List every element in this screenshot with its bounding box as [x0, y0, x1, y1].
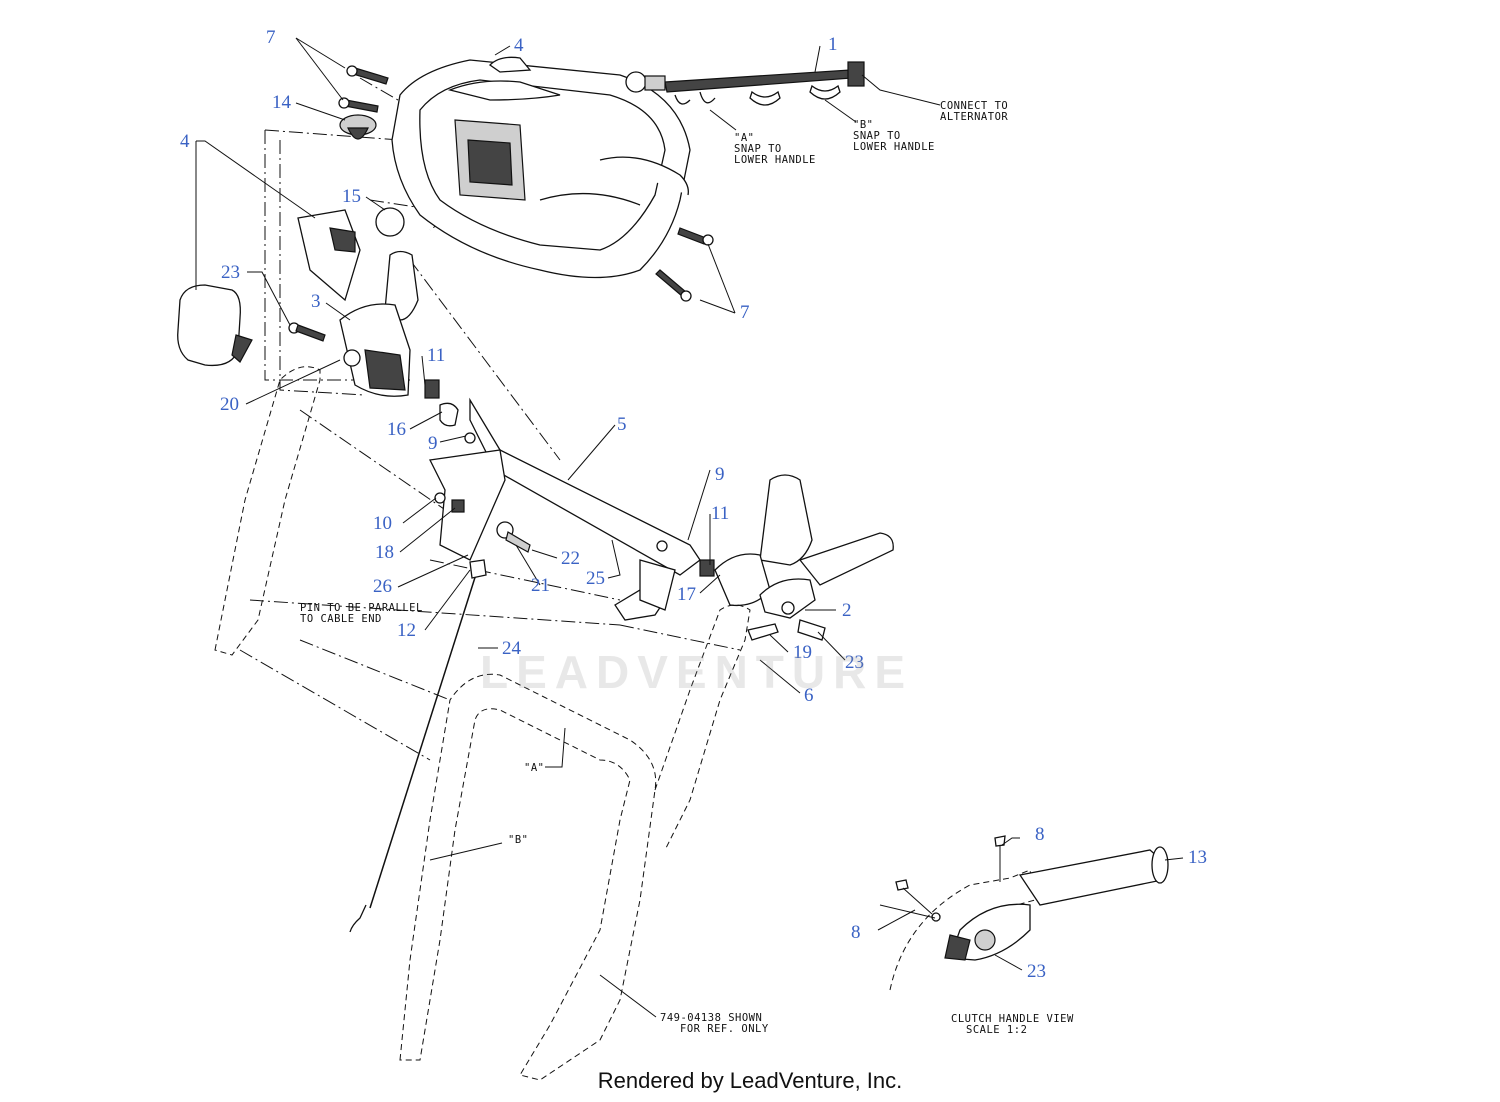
- callout-10: 10: [373, 513, 392, 534]
- note-label-b: "B": [508, 834, 528, 846]
- diagram-notes: CONNECT TO ALTERNATOR "A" SNAP TO LOWER …: [300, 100, 1074, 1036]
- render-credit-footer: Rendered by LeadVenture, Inc.: [597, 1068, 903, 1093]
- callout-1: 1: [828, 34, 838, 55]
- callout-12: 12: [397, 620, 416, 641]
- clutch-handle-view: [879, 835, 1169, 991]
- callout-20: 20: [220, 394, 239, 415]
- callout-4-cover: 4: [180, 131, 190, 152]
- callout-9-right: 9: [715, 464, 725, 485]
- cable-24: [349, 559, 487, 933]
- callout-13: 13: [1188, 847, 1207, 868]
- dash-panel-shroud: [391, 56, 691, 279]
- callout-23-inset: 23: [1027, 961, 1046, 982]
- callout-numbers: 1 2 3 4 4 5 6 7 7 8 8 9 9 10 11 11 12 13…: [180, 27, 1207, 982]
- callout-11-left: 11: [427, 345, 445, 366]
- callout-21: 21: [531, 575, 550, 596]
- cross-bracket: [429, 397, 715, 621]
- callout-16: 16: [387, 419, 406, 440]
- callout-7-top: 7: [266, 27, 276, 48]
- leader-lines: [195, 37, 1184, 1018]
- callout-5: 5: [617, 414, 627, 435]
- callout-19: 19: [793, 642, 812, 663]
- watermark: LEADVENTURE: [480, 646, 914, 698]
- note-pin-parallel-line2: TO CABLE END: [300, 613, 382, 625]
- callout-8-top: 8: [1035, 824, 1045, 845]
- callout-15: 15: [342, 186, 361, 207]
- callout-24: 24: [502, 638, 522, 659]
- callout-3: 3: [311, 291, 321, 312]
- side-covers: [177, 209, 361, 367]
- note-connect-alternator-line2: ALTERNATOR: [940, 111, 1008, 123]
- callout-14: 14: [272, 92, 292, 113]
- callout-8-left: 8: [851, 922, 861, 943]
- note-pin-parallel-line1: PIN TO BE PARALLEL: [300, 602, 423, 614]
- note-snap-a-line1: "A": [734, 132, 754, 144]
- note-snap-a-line3: LOWER HANDLE: [734, 154, 816, 166]
- callout-7-right: 7: [740, 302, 750, 323]
- callout-4-shroud: 4: [514, 35, 524, 56]
- callout-6: 6: [804, 685, 814, 706]
- note-snap-b-line1: "B": [853, 119, 873, 131]
- bolts-7: [338, 65, 714, 302]
- wiring-harness: [625, 61, 865, 106]
- note-reference-line2: FOR REF. ONLY: [680, 1023, 769, 1035]
- right-control-assembly: [714, 474, 894, 641]
- knob-and-bulb: [339, 114, 405, 237]
- callout-23-left: 23: [221, 262, 240, 283]
- callout-11-right: 11: [711, 503, 729, 524]
- callout-2: 2: [842, 600, 852, 621]
- callout-18: 18: [375, 542, 394, 563]
- note-clutch-view-line1: CLUTCH HANDLE VIEW: [951, 1013, 1074, 1025]
- callout-17: 17: [677, 584, 696, 605]
- note-label-a: "A": [524, 762, 544, 774]
- note-snap-b-line3: LOWER HANDLE: [853, 141, 935, 153]
- note-clutch-view-line2: SCALE 1:2: [966, 1024, 1027, 1036]
- callout-9-left: 9: [428, 433, 438, 454]
- note-reference-line1: 749-04138 SHOWN: [660, 1012, 762, 1024]
- callout-25: 25: [586, 568, 605, 589]
- note-snap-b-line2: SNAP TO: [853, 130, 901, 142]
- left-control-assembly: [288, 250, 459, 427]
- callout-23-right: 23: [845, 652, 864, 673]
- note-connect-alternator-line1: CONNECT TO: [940, 100, 1008, 112]
- callout-26: 26: [373, 576, 392, 597]
- callout-22: 22: [561, 548, 580, 569]
- lower-handle: [214, 366, 751, 1081]
- note-snap-a-line2: SNAP TO: [734, 143, 782, 155]
